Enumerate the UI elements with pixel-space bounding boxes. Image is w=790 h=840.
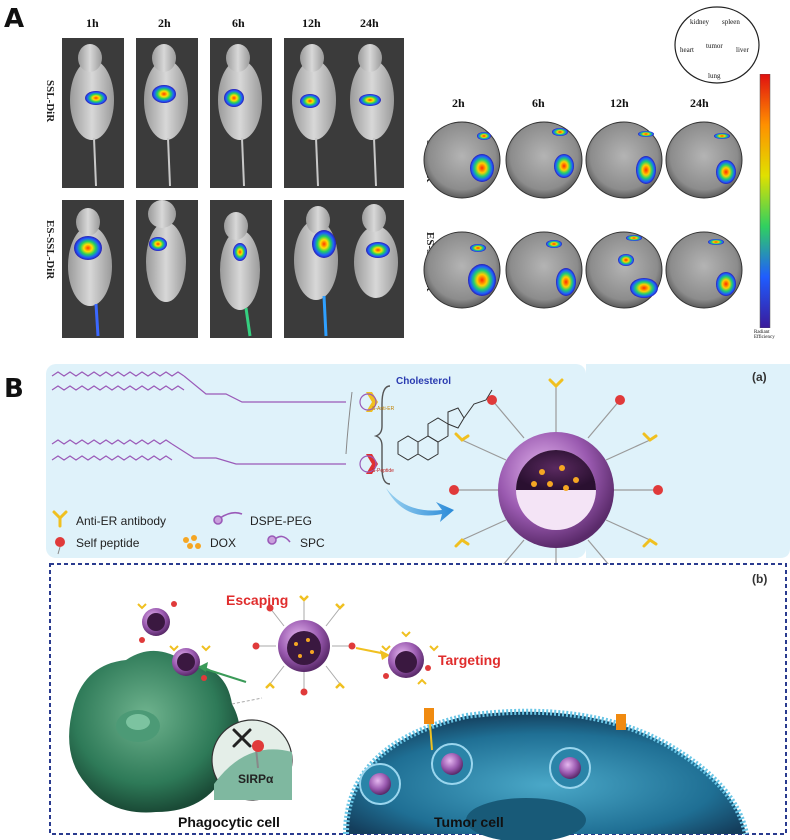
liposome-escaping: [137, 601, 211, 681]
colorbar-label: Radiant Efficiency: [754, 330, 775, 340]
lipid-tag-anti-er: S-Anti-ER: [372, 406, 395, 412]
organ-time-12h: 12h: [610, 96, 629, 110]
organ-kidney: kidney: [690, 18, 710, 26]
legend-anti-er-antibody: Anti-ER antibody: [76, 514, 167, 528]
liposome-large: [449, 378, 663, 600]
organ-lung: lung: [708, 72, 721, 80]
mouse-time-6h: 6h: [232, 16, 245, 30]
organ-layout-diagram: [674, 6, 760, 84]
escaping-label: Escaping: [226, 592, 289, 608]
mouse-row-ssl: SSL-DiR: [44, 80, 56, 123]
organ-time-24h: 24h: [690, 96, 709, 110]
mouse-time-1h: 1h: [86, 16, 99, 30]
mouse-row-es-ssl: ES-SSL-DiR: [44, 220, 56, 280]
sub-label-b: (b): [752, 572, 768, 586]
liposome-center: [252, 595, 356, 696]
tumor-cell-label: Tumor cell: [434, 814, 504, 830]
sirpa-label: SIRPα: [238, 772, 274, 786]
organ-heart: heart: [680, 46, 694, 54]
mouse-time-2h: 2h: [158, 16, 171, 30]
organ-tumor: tumor: [706, 42, 723, 50]
legend-spc: SPC: [300, 536, 325, 550]
phagocytic-cell: [69, 650, 240, 813]
phagocytic-cell-label: Phagocytic cell: [178, 814, 280, 830]
mouse-time-24h: 24h: [360, 16, 379, 30]
tumor-cell: [343, 708, 749, 840]
schematic-panel: [46, 364, 790, 840]
targeting-label: Targeting: [438, 652, 501, 668]
cholesterol-label: Cholesterol: [396, 376, 452, 387]
organ-spleen: spleen: [722, 18, 740, 26]
legend-dspe-peg: DSPE-PEG: [250, 514, 313, 528]
panel-b-label: B: [4, 374, 24, 404]
liposome-targeting: [381, 631, 439, 685]
lipid-tag-peptide: S-Peptide: [372, 468, 394, 474]
organ-dishes: [423, 121, 743, 309]
mouse-time-12h: 12h: [302, 16, 321, 30]
sub-label-a: (a): [752, 370, 767, 384]
organ-time-6h: 6h: [532, 96, 545, 110]
organ-liver: liver: [736, 46, 749, 54]
legend-self-peptide: Self peptide: [76, 536, 140, 550]
legend-dox: DOX: [210, 536, 237, 550]
panel-a-label: A: [4, 4, 25, 34]
colorbar: [759, 74, 771, 328]
mouse-imaging-panel: [38, 0, 410, 338]
mouse-images: [38, 0, 410, 338]
organ-time-2h: 2h: [452, 96, 465, 110]
